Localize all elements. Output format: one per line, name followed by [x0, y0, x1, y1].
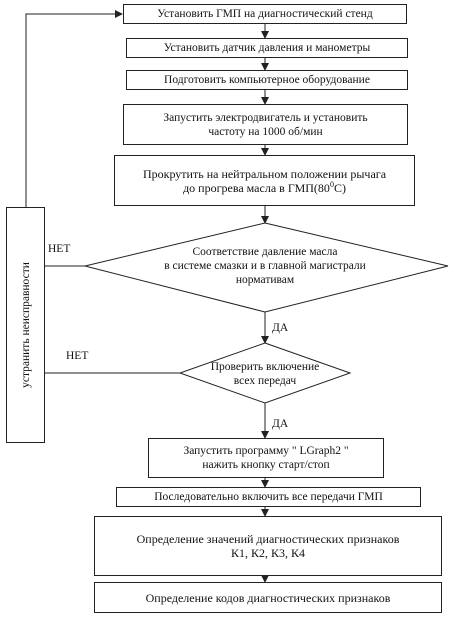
decision-check-gears-line1: Проверить включение	[210, 361, 320, 373]
step-prepare-computer-text: Подготовить компьютерное оборудование	[164, 74, 370, 86]
loop-back-line	[25, 10, 123, 207]
step-warm-oil-temp: до прогрева масла в ГМП(80	[183, 180, 330, 195]
step-determine-codes-text: Определение кодов диагностических призна…	[145, 590, 391, 605]
label-no-1: НЕТ	[48, 243, 71, 255]
step-warm-oil: Прокрутить на нейтральном положении рыча…	[114, 155, 415, 206]
step-warm-oil-line1: Прокрутить на нейтральном положении рыча…	[142, 166, 387, 181]
step-determine-values: Определение значений диагностических при…	[94, 516, 442, 576]
step-warm-oil-unit: С)	[333, 180, 346, 195]
decision-diamond-1	[84, 222, 449, 313]
fix-faults-text: устранить неисправности	[19, 262, 32, 388]
label-yes-2: ДА	[272, 418, 289, 430]
step-determine-values-line2: К1, К2, К3, К4	[230, 546, 305, 560]
label-yes-1: ДА	[272, 322, 289, 334]
step-determine-codes: Определение кодов диагностических призна…	[94, 582, 442, 613]
step-engage-gears-text: Последовательно включить все передачи ГМ…	[154, 491, 383, 503]
decision-oil-pressure-line1: Соответствие давление масла	[192, 246, 338, 258]
step-determine-values-line1: Определение значений диагностических при…	[136, 532, 400, 546]
step-start-motor-line1: Запустить электродвигатель и установить	[163, 111, 368, 124]
step-warm-oil-line2: до прогрева масла в ГМП(800С)	[183, 179, 346, 195]
fix-faults-box: устранить неисправности	[6, 207, 45, 443]
decision-oil-pressure: Соответствие давление масла в системе см…	[130, 245, 400, 287]
step-start-motor-line2: частоту на 1000 об/мин	[208, 125, 323, 138]
decision-check-gears: Проверить включение всех передач	[195, 360, 335, 388]
step-install-gmp-text: Установить ГМП на диагностический стенд	[157, 8, 373, 20]
degree-sup: 0	[329, 179, 334, 189]
step-engage-gears: Последовательно включить все передачи ГМ…	[116, 487, 421, 507]
step-run-lgraph: Запустить программу " LGraph2 " нажить к…	[148, 438, 384, 478]
step-prepare-computer: Подготовить компьютерное оборудование	[126, 70, 408, 90]
step-install-gmp: Установить ГМП на диагностический стенд	[123, 4, 407, 24]
decision-diamond-2	[178, 342, 352, 404]
label-no-2: НЕТ	[66, 350, 89, 362]
decision-oil-pressure-line2: в системе смазки и в главной магистрали	[164, 260, 366, 272]
decision-check-gears-line2: всех передач	[233, 375, 297, 387]
step-start-motor: Запустить электродвигатель и установить …	[123, 104, 408, 145]
step-run-lgraph-line2: нажить кнопку старт/стоп	[202, 459, 330, 471]
step-install-sensor: Установить датчик давления и манометры	[126, 38, 408, 58]
step-install-sensor-text: Установить датчик давления и манометры	[163, 42, 371, 54]
decision-oil-pressure-line3: нормативам	[235, 274, 295, 286]
step-run-lgraph-line1: Запустить программу " LGraph2 "	[183, 445, 349, 457]
